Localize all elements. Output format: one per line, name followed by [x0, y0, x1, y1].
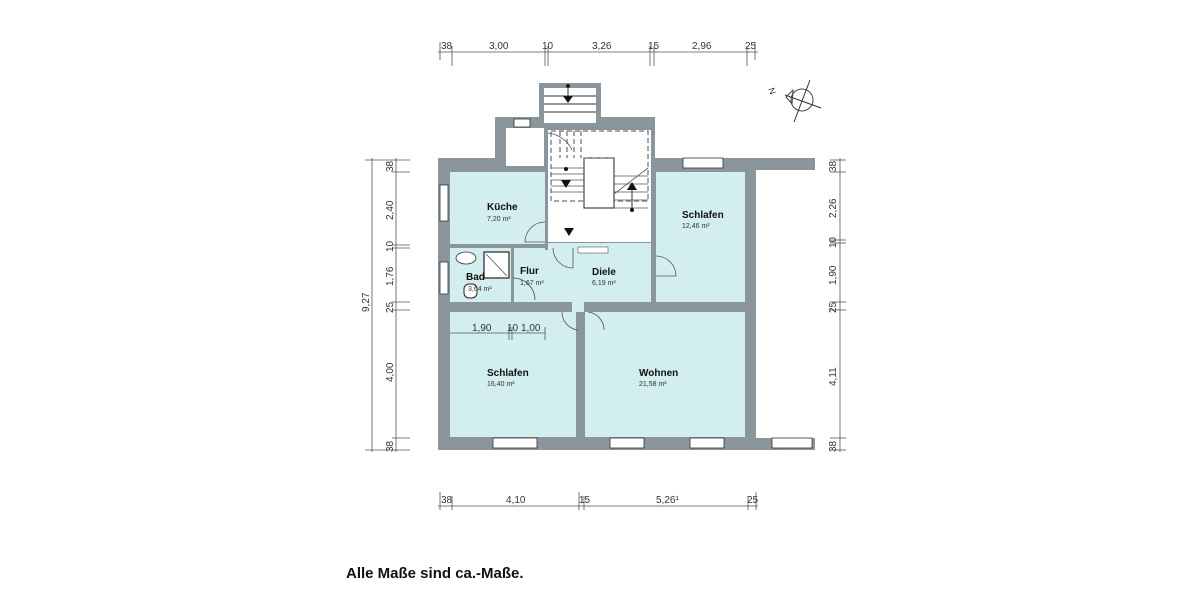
- staircase: [544, 84, 649, 236]
- stair-arrow-up-icon: [627, 182, 637, 190]
- room-kueche-area: 7,20 m²: [487, 216, 511, 223]
- dim-left-0: 38: [385, 160, 396, 172]
- room-kueche-name: Küche: [487, 202, 518, 213]
- dim-right-0: 38: [828, 160, 839, 172]
- room-schlafen-right-name: Schlafen: [682, 210, 724, 221]
- dim-left-1: 2,40: [385, 200, 396, 220]
- dim-left-4: 25: [385, 301, 396, 313]
- doors: [512, 221, 677, 331]
- dim-top-1: 3,00: [489, 41, 509, 52]
- room-schlafen-right-area: 12,46 m²: [682, 223, 710, 230]
- room-bad-name: Bad: [466, 272, 485, 283]
- sink-icon: [455, 251, 477, 265]
- dim-right-1: 2,26: [828, 198, 839, 218]
- north-arrow-icon: N: [766, 79, 822, 123]
- inner-dimension: 1,90 10 1,00: [450, 323, 546, 340]
- bathroom-fixtures: [455, 251, 510, 299]
- inner-dim-2: 1,00: [521, 323, 541, 334]
- top-dimension-line: 38 3,00 10 3,26 15 2,96 25: [438, 41, 758, 66]
- north-label: N: [766, 86, 778, 96]
- dim-top-4: 15: [648, 41, 660, 52]
- dim-left-6: 38: [385, 440, 396, 452]
- inner-dim-1: 10: [507, 323, 519, 334]
- dim-top-0: 38: [441, 41, 453, 52]
- toilet-icon: [463, 283, 478, 299]
- entrance-arrow-icon: [564, 228, 574, 236]
- room-wohnen-name: Wohnen: [639, 368, 678, 379]
- left-dimension-line: 9,27 38 2,40 10 1,76 25 4,00 38: [361, 158, 410, 452]
- dim-left-5: 4,00: [385, 362, 396, 382]
- dim-left-2: 10: [385, 240, 396, 252]
- bottom-dimension-line: 38 4,10 15 5,26¹ 25: [438, 492, 759, 510]
- windows: [439, 118, 813, 449]
- room-diele-name: Diele: [592, 267, 616, 278]
- inner-dim-0: 1,90: [472, 323, 492, 334]
- dim-right-5: 4,11: [828, 367, 839, 386]
- dim-right-6: 38: [828, 440, 839, 452]
- room-bad-area: 3,64 m²: [468, 286, 492, 293]
- dim-top-3: 3,26: [592, 41, 612, 52]
- dim-top-5: 2,96: [692, 41, 712, 52]
- dim-bottom-0: 38: [441, 495, 453, 506]
- stair-arrow-down-icon-2: [561, 180, 571, 188]
- room-flur-area: 1,67 m²: [520, 280, 544, 287]
- dim-right-2: 10: [828, 236, 839, 248]
- dim-left-total: 9,27: [361, 292, 372, 312]
- interior-walls: [450, 170, 745, 438]
- room-diele-area: 6,19 m²: [592, 280, 616, 287]
- right-dimension-line: 38 2,26 10 1,90 25 4,11 38: [828, 158, 846, 452]
- dim-top-6: 25: [745, 41, 757, 52]
- room-labels: Küche 7,20 m² Bad 3,64 m² Flur 1,67 m² D…: [466, 202, 724, 388]
- room-wohnen-area: 21,58 m²: [639, 381, 667, 388]
- dim-left-3: 1,76: [385, 266, 396, 286]
- stair-arrow-down-icon: [563, 96, 573, 103]
- dim-top-2: 10: [542, 41, 554, 52]
- room-schlafen-left-area: 16,40 m²: [487, 381, 515, 388]
- dim-bottom-2: 15: [579, 495, 591, 506]
- dim-right-4: 25: [828, 301, 839, 313]
- dim-right-3: 1,90: [828, 265, 839, 285]
- dim-bottom-3: 5,26¹: [656, 495, 679, 506]
- room-schlafen-left-name: Schlafen: [487, 368, 529, 379]
- dim-bottom-1: 4,10: [506, 495, 526, 506]
- room-flur-name: Flur: [520, 266, 539, 277]
- footer-note: Alle Maße sind ca.-Maße.: [346, 565, 524, 582]
- dim-bottom-4: 25: [747, 495, 759, 506]
